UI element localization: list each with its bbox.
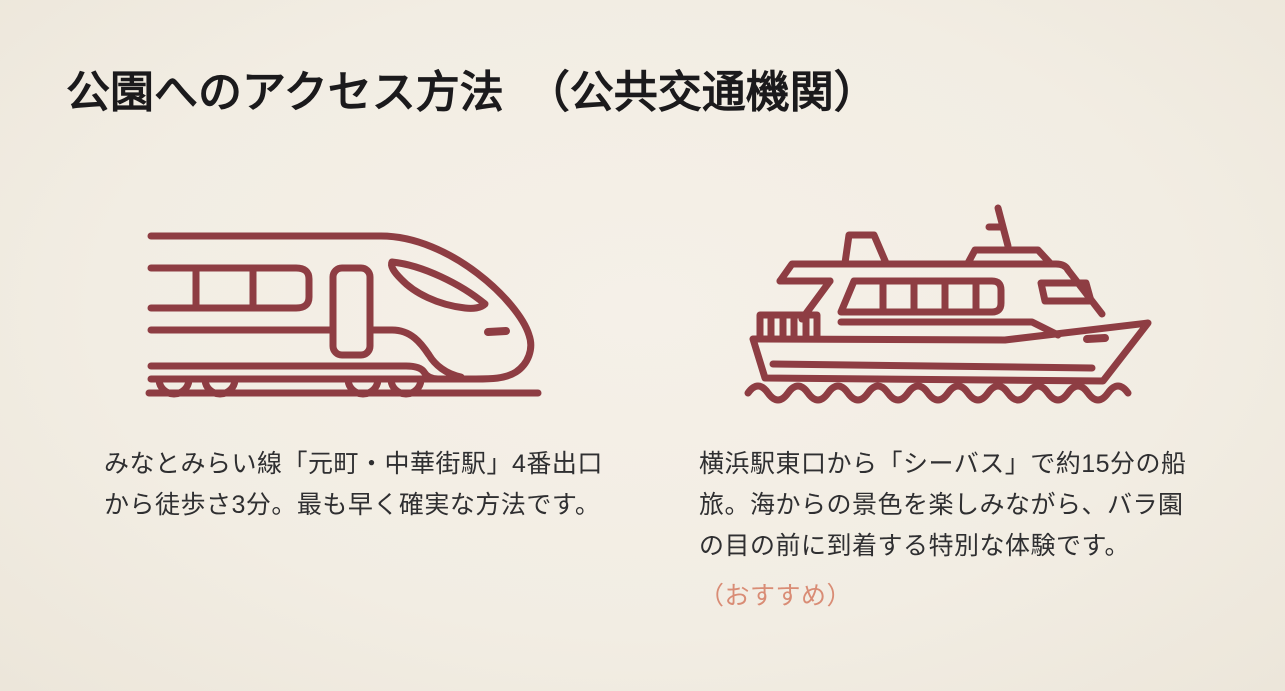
recommended-badge: （おすすめ） <box>699 582 853 610</box>
train-caption-text: みなとみらい線「元町・中華街駅」4番出口から徒歩さ3分。最も早く確実な方法です。 <box>104 450 603 519</box>
ferry-caption: 横浜駅東口から「シーバス」で約15分の船旅。海からの景色を楽しみながら、バラ園の… <box>699 444 1207 612</box>
train-caption: みなとみらい線「元町・中華街駅」4番出口から徒歩さ3分。最も早く確実な方法です。 <box>104 444 620 526</box>
page-title: 公園へのアクセス方法 （公共交通機関） <box>66 68 878 117</box>
ferry-icon <box>740 193 1160 408</box>
train-icon <box>128 216 548 411</box>
ferry-caption-text: 横浜駅東口から「シーバス」で約15分の船旅。海からの景色を楽しみながら、バラ園の… <box>699 450 1187 560</box>
